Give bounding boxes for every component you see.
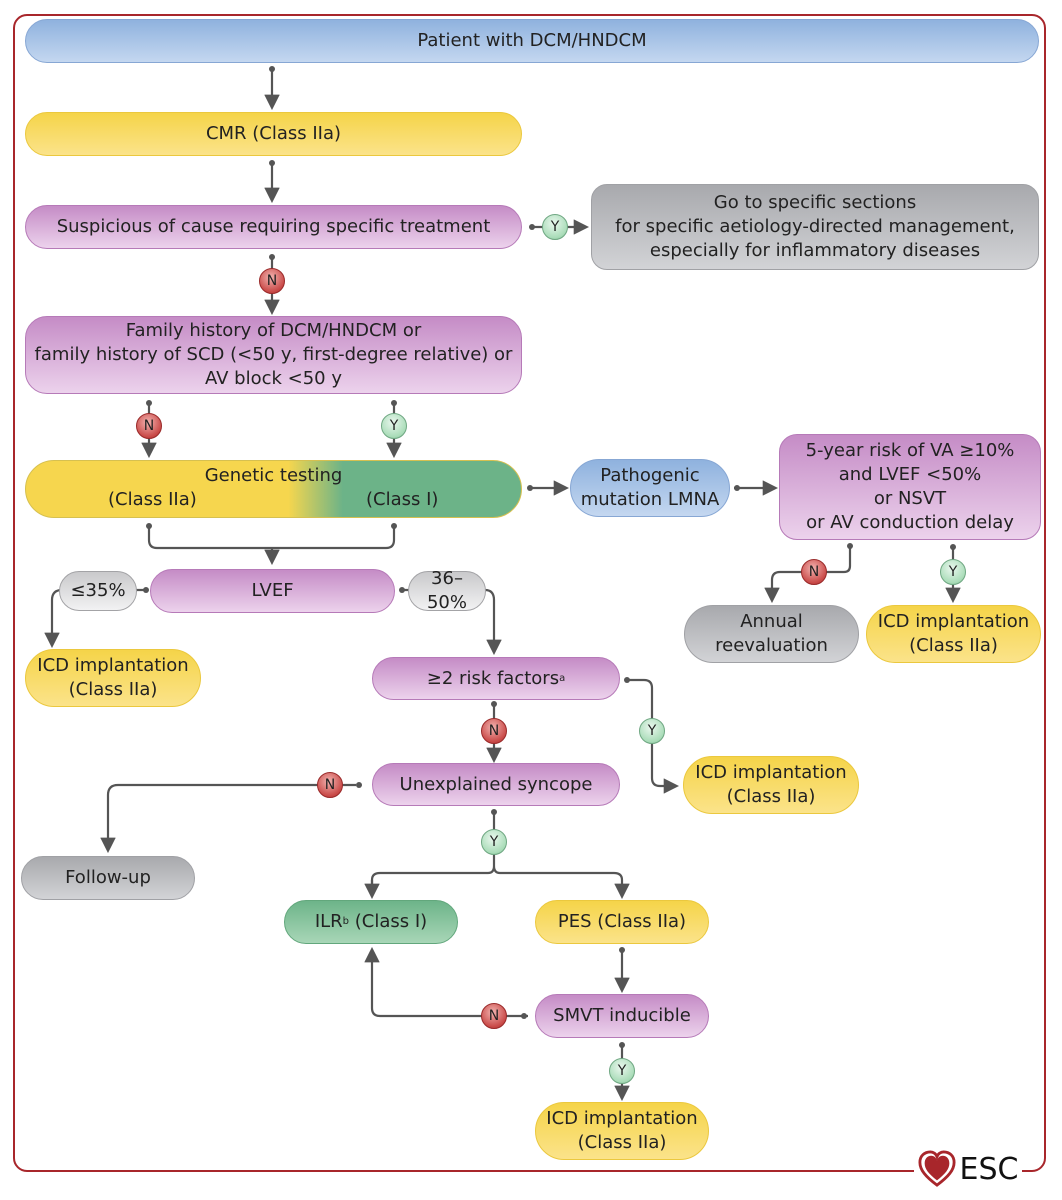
badge-no-family: N <box>136 413 162 439</box>
genetic-testing-title: Genetic testing <box>204 465 343 486</box>
badge-no-syncope: N <box>317 772 343 798</box>
badge-yes-smvt: Y <box>609 1058 635 1084</box>
badge-yes-risk-factors: Y <box>639 718 665 744</box>
node-icd-lvef: ICD implantation (Class IIa) <box>25 649 201 707</box>
risk-factors-label: ≥2 risk factors <box>426 667 560 689</box>
genetic-testing-class-iia: (Class IIa) <box>108 489 197 510</box>
node-specific-sections: Go to specific sections for specific aet… <box>591 184 1039 270</box>
node-lmna-mutation: Pathogenic mutation LMNA <box>570 459 730 517</box>
node-lvef: LVEF <box>150 569 395 613</box>
node-unexplained-syncope: Unexplained syncope <box>372 763 620 806</box>
badge-yes-lmna-risk: Y <box>940 559 966 585</box>
node-icd-risk-factors: ICD implantation (Class IIa) <box>683 756 859 814</box>
node-genetic-testing: Genetic testing (Class IIa) (Class I) <box>25 460 522 518</box>
badge-yes-suspicious: Y <box>542 214 568 240</box>
node-family-history: Family history of DCM/HNDCM or family hi… <box>25 316 522 394</box>
node-cmr: CMR (Class IIa) <box>25 112 522 156</box>
badge-yes-syncope: Y <box>481 829 507 855</box>
node-lmna-risk: 5-year risk of VA ≥10% and LVEF <50% or … <box>779 434 1041 540</box>
ilr-label: ILR <box>314 911 343 932</box>
badge-yes-family: Y <box>381 413 407 439</box>
badge-no-lmna-risk: N <box>801 559 827 585</box>
badge-no-risk-factors: N <box>481 718 507 744</box>
node-icd-lmna: ICD implantation (Class IIa) <box>866 605 1041 663</box>
heart-icon <box>917 1150 956 1187</box>
badge-no-suspicious: N <box>259 268 285 294</box>
badge-no-smvt: N <box>481 1003 507 1029</box>
diagram-frame <box>13 14 1046 1172</box>
node-suspicious-cause: Suspicious of cause requiring specific t… <box>25 205 522 249</box>
node-follow-up: Follow-up <box>21 856 195 900</box>
esc-brand-text: ESC <box>959 1151 1019 1187</box>
node-start: Patient with DCM/HNDCM <box>25 19 1039 63</box>
genetic-testing-class-i: (Class I) <box>366 489 439 510</box>
node-annual-reevaluation: Annual reevaluation <box>684 605 859 663</box>
node-pes: PES (Class IIa) <box>535 900 709 944</box>
node-smvt-inducible: SMVT inducible <box>535 994 709 1038</box>
ilr-class: (Class I) <box>349 911 428 932</box>
esc-logo: ESC <box>914 1146 1022 1192</box>
node-icd-smvt: ICD implantation (Class IIa) <box>535 1102 709 1160</box>
node-lvef-mid: 36–50% <box>408 568 486 613</box>
node-lvef-low: ≤35% <box>59 571 137 611</box>
